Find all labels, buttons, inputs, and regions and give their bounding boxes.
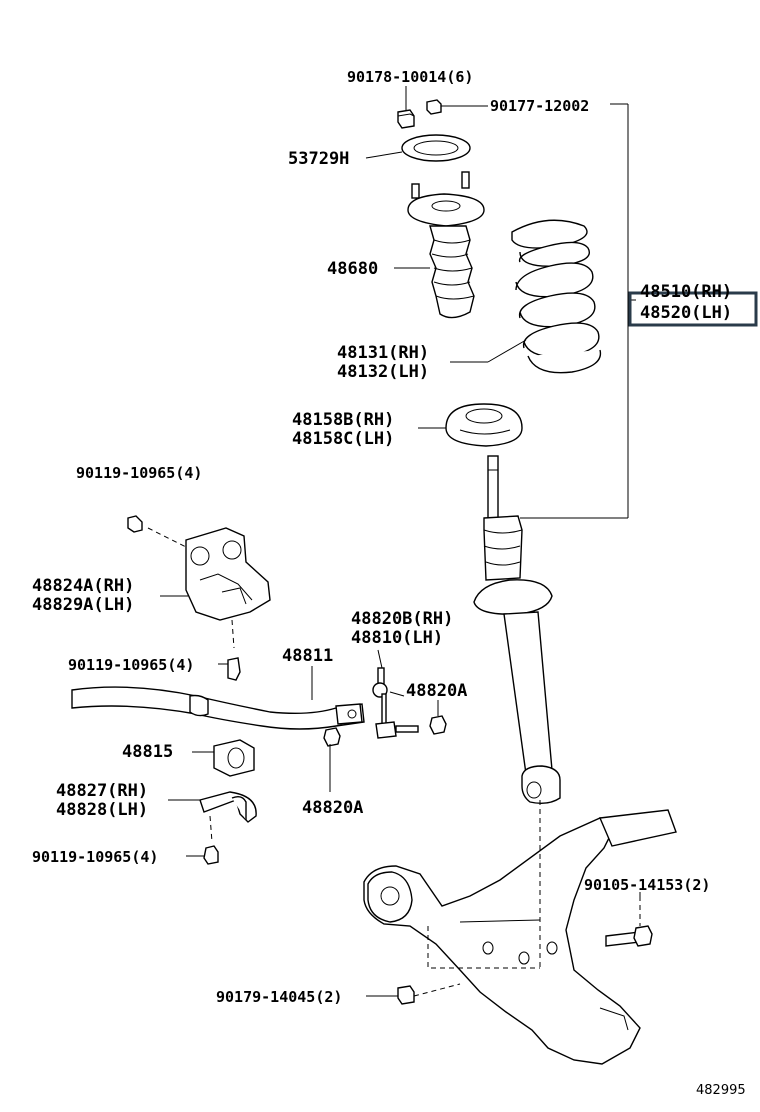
label-48824a[interactable]: 48824A(RH) xyxy=(32,576,134,596)
highlight-box xyxy=(628,291,758,327)
label-48158c[interactable]: 48158C(LH) xyxy=(292,429,394,449)
part-53729h-ring[interactable] xyxy=(401,134,471,162)
nut-90177[interactable] xyxy=(426,99,442,115)
part-48824a-bracket[interactable] xyxy=(127,515,271,681)
label-48158b[interactable]: 48158B(RH) xyxy=(292,410,394,430)
nut-90178[interactable] xyxy=(397,109,415,129)
label-48820a-right[interactable]: 48820A xyxy=(406,681,467,701)
part-48815-bushing[interactable] xyxy=(213,739,255,777)
label-48132[interactable]: 48132(LH) xyxy=(337,362,429,382)
label-90179[interactable]: 90179-14045(2) xyxy=(216,988,342,1006)
part-lower-control-arm[interactable] xyxy=(363,800,677,1065)
part-labels: 90178-10014(6) 90177-12002 53729H 48680 … xyxy=(32,68,732,1006)
label-53729h[interactable]: 53729H xyxy=(288,149,349,169)
label-90119-bottom[interactable]: 90119-10965(4) xyxy=(32,848,158,866)
diagram-reference-number: 482995 xyxy=(696,1083,746,1098)
label-90119-mid[interactable]: 90119-10965(4) xyxy=(68,656,194,674)
leader-lines xyxy=(160,86,641,997)
label-48510[interactable]: 48510(RH) xyxy=(640,282,732,302)
label-48827[interactable]: 48827(RH) xyxy=(56,781,148,801)
part-48510-shock-absorber[interactable] xyxy=(473,455,561,805)
label-48810[interactable]: 48810(LH) xyxy=(351,628,443,648)
label-90178[interactable]: 90178-10014(6) xyxy=(347,68,473,86)
label-48811[interactable]: 48811 xyxy=(282,646,333,666)
part-48820b-link[interactable] xyxy=(323,667,447,747)
part-48827-clamp[interactable] xyxy=(199,791,257,865)
label-48820a-bottom[interactable]: 48820A xyxy=(302,798,363,818)
label-48520[interactable]: 48520(LH) xyxy=(640,303,732,323)
label-48131[interactable]: 48131(RH) xyxy=(337,343,429,363)
part-48680-mount-bumper[interactable] xyxy=(407,171,485,319)
label-90105[interactable]: 90105-14153(2) xyxy=(584,876,710,894)
part-48131-coil-spring[interactable] xyxy=(511,219,602,374)
bolt-90105[interactable] xyxy=(605,896,653,947)
part-48811-stabilizer-bar[interactable] xyxy=(71,686,365,730)
label-48680[interactable]: 48680 xyxy=(327,259,378,279)
part-48158-insulator[interactable] xyxy=(445,403,523,447)
label-48815[interactable]: 48815 xyxy=(122,742,173,762)
label-90177[interactable]: 90177-12002 xyxy=(490,97,589,115)
label-90119-top[interactable]: 90119-10965(4) xyxy=(76,464,202,482)
label-48820b[interactable]: 48820B(RH) xyxy=(351,609,453,629)
nut-90179[interactable] xyxy=(397,983,461,1005)
label-48829a[interactable]: 48829A(LH) xyxy=(32,595,134,615)
label-48828[interactable]: 48828(LH) xyxy=(56,800,148,820)
